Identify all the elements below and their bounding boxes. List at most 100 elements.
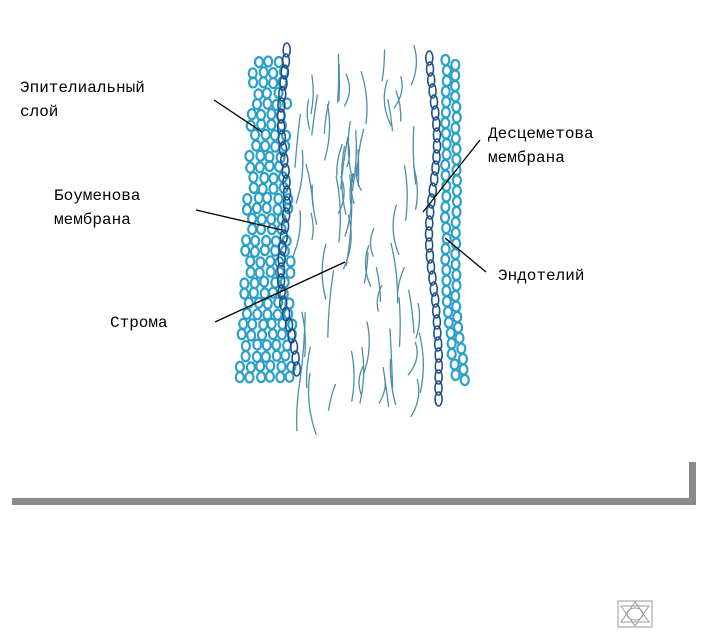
epithelial-cell [285, 266, 296, 279]
descemet-cell [432, 149, 441, 165]
stroma-fiber [294, 113, 301, 168]
leader-lines [195, 99, 487, 323]
epithelial-cell [255, 256, 266, 269]
epithelial-cell [262, 308, 273, 321]
icon-triangle-up [620, 601, 650, 623]
epithelial-cell [259, 244, 270, 257]
descemet-cell [424, 237, 434, 253]
endothelial-cell [451, 174, 462, 187]
endothelial-cell [451, 100, 462, 114]
endothelial-cell [441, 74, 452, 88]
stroma-fiber [350, 350, 355, 403]
epithelial-cell [258, 76, 269, 89]
epithelial-cell [284, 370, 295, 383]
bowman-cell [279, 229, 289, 245]
hexagram-frame-icon[interactable] [614, 598, 656, 630]
endothelial-cell [440, 200, 451, 214]
bowman-cell [277, 97, 286, 113]
descemet-cell [432, 314, 442, 330]
bowman-cell [282, 196, 292, 212]
endothelial-cell [440, 85, 451, 98]
endothelial-cell [441, 295, 452, 308]
descemet-cell [425, 204, 435, 220]
leader-line-stroma [214, 261, 346, 323]
bowman-cell [276, 119, 286, 135]
bowman-cell [276, 108, 286, 124]
epithelial-cell [273, 192, 284, 205]
epithelial-cell [261, 201, 272, 215]
descemet-cell [434, 358, 444, 374]
endothelial-cell [457, 352, 469, 366]
epithelial-cell [254, 161, 265, 174]
endothelial-cell [450, 132, 461, 145]
descemet-cell [431, 303, 441, 319]
epithelial-cell [239, 287, 250, 300]
endothelial-cell [450, 247, 461, 261]
bowman-cell [277, 284, 287, 300]
epithelial-cell [250, 128, 261, 141]
epithelial-cell [259, 287, 270, 300]
epithelial-cell [264, 370, 275, 383]
leader-line-epithelium [213, 99, 263, 133]
stroma-fiber [311, 184, 318, 225]
epithelial-cell [265, 359, 276, 372]
epithelial-cell [239, 277, 250, 290]
stroma-fiber [299, 312, 306, 383]
label-stroma: Строма [110, 314, 168, 332]
descemet-cell [429, 94, 439, 110]
stroma-fiber [327, 270, 335, 338]
stroma-fiber [351, 129, 358, 192]
stroma-fiber [369, 228, 375, 257]
endothelial-cell [441, 274, 452, 287]
bowman-cell [276, 262, 286, 278]
descemet-cell [434, 380, 443, 396]
epithelial-cell [241, 203, 253, 216]
endothelial-cell [440, 53, 451, 67]
epithelial-cell [265, 255, 276, 268]
endothelial-cell [446, 337, 457, 350]
descemet-cell [429, 281, 439, 297]
stroma-fiber [403, 164, 408, 221]
label-epithelium: Эпителиальный слой [20, 79, 154, 121]
epithelial-cell [261, 339, 272, 352]
epithelial-cell [259, 275, 270, 288]
stroma-fiber [393, 76, 403, 109]
epithelial-cell [234, 371, 245, 384]
descemet-cell [434, 391, 443, 407]
epithelial-cell [271, 349, 282, 362]
stroma-fiber [321, 243, 327, 300]
descemet-cell [433, 336, 443, 352]
epithelial-cell [272, 203, 283, 216]
bowman-cell [282, 42, 292, 58]
endothelial-cell [451, 268, 462, 282]
descemet-cell [424, 226, 434, 242]
epithelial-cell [250, 234, 261, 248]
epithelial-cell [276, 360, 287, 373]
stroma-fiber [390, 242, 399, 304]
epithelial-cell [275, 371, 286, 384]
endothelium-cells [439, 53, 470, 387]
descemet-cell [428, 182, 438, 198]
epithelial-cell [255, 222, 267, 236]
stroma-fiber [364, 245, 372, 287]
label-descemet-line1: Десцеметова [488, 125, 594, 143]
epithelial-cell [234, 360, 245, 373]
stroma-fiber [395, 89, 402, 122]
epithelial-cell [244, 371, 255, 384]
endothelial-cell [451, 205, 462, 219]
stroma-fiber [389, 328, 394, 389]
descemet-cell [425, 61, 435, 77]
epithelial-cell [263, 55, 274, 68]
endothelial-cell [451, 111, 462, 124]
descemet-cell [432, 138, 442, 154]
endothelial-cell [441, 190, 452, 203]
epithelial-cell [253, 191, 264, 205]
epithelial-cell [266, 118, 277, 131]
bowman-cell [292, 361, 302, 377]
epithelial-cell [248, 286, 259, 299]
stroma-fiber [342, 214, 352, 270]
stroma-fiber [408, 289, 415, 334]
epithelial-cell [282, 97, 293, 110]
epithelial-cell [271, 338, 282, 352]
endothelial-cell [443, 316, 454, 329]
